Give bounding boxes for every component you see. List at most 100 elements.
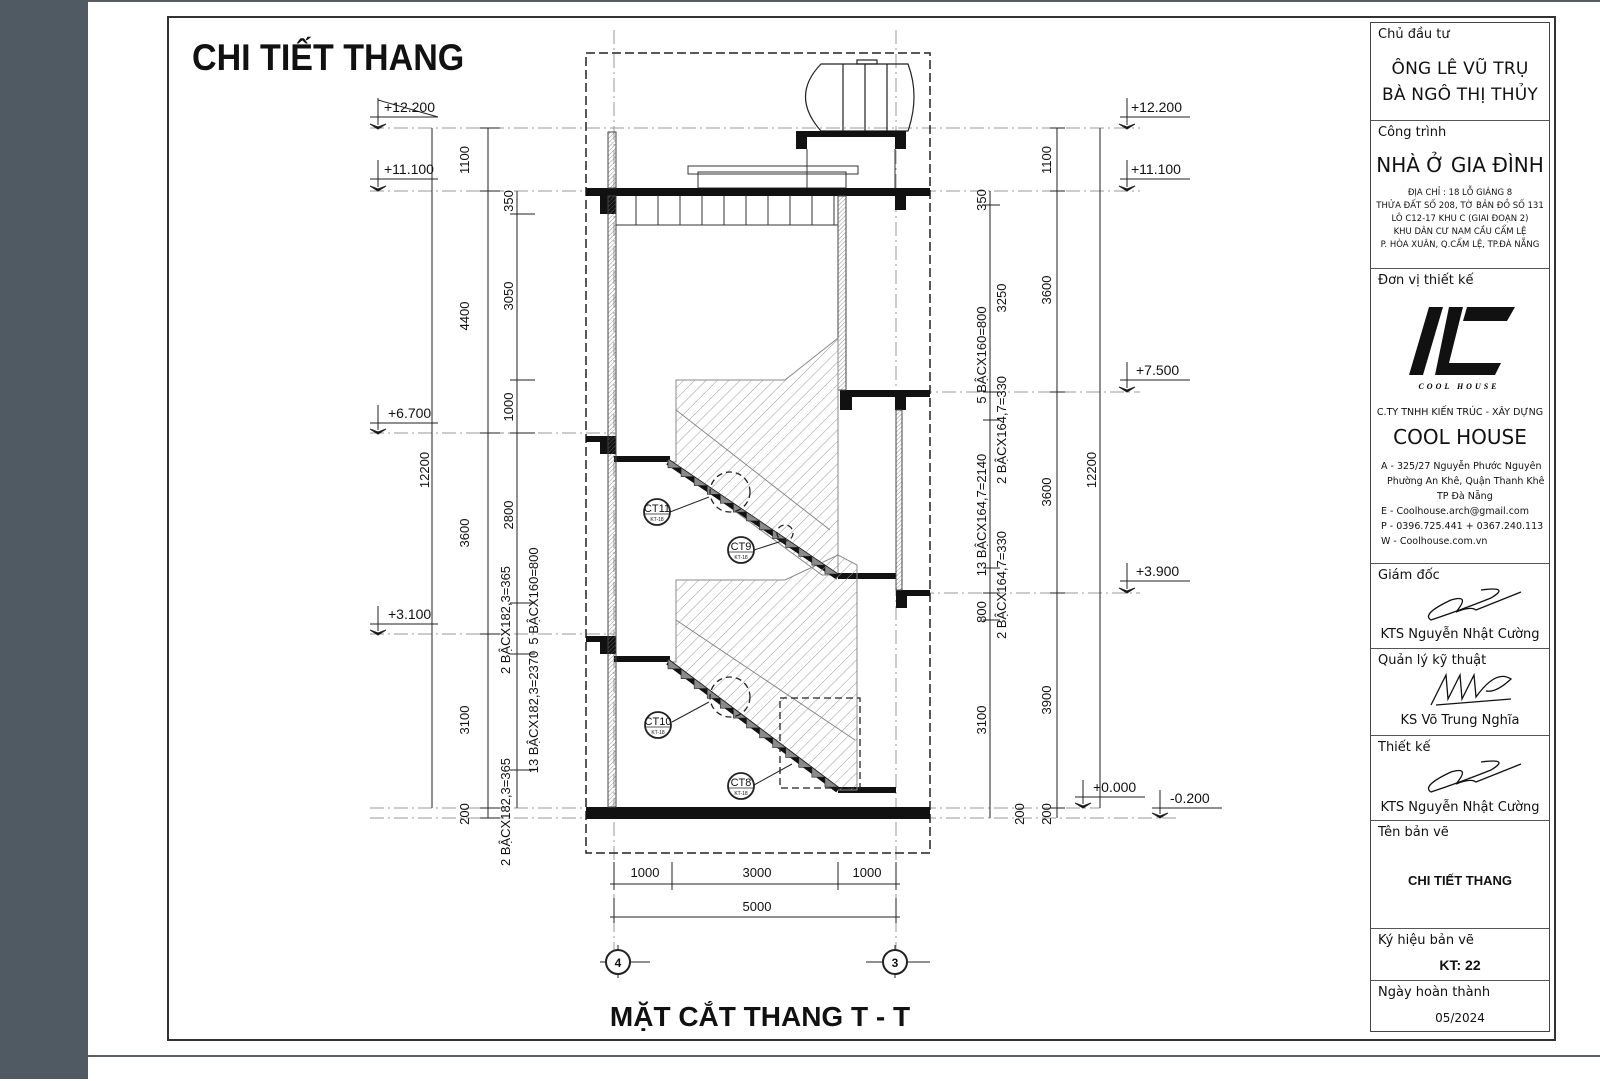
stair-step bbox=[798, 546, 813, 557]
stair-step bbox=[693, 678, 709, 689]
viewer-bottom-edge bbox=[88, 1055, 1600, 1081]
sheet-frame bbox=[167, 16, 1556, 1041]
stair-step bbox=[746, 717, 761, 729]
step-text: 5 BẬCX160=800 bbox=[974, 306, 989, 403]
design-label: Thiết kế bbox=[1378, 740, 1431, 755]
step-text: 5 BẬCX160=800 bbox=[526, 547, 541, 644]
callout-ref: KT-18 bbox=[651, 730, 665, 736]
owner-label: Chủ đầu tư bbox=[1378, 27, 1450, 42]
signature-icon bbox=[1430, 672, 1513, 706]
address-line: LÔ C12-17 KHU C (GIAI ĐOẠN 2) bbox=[1391, 214, 1529, 224]
level-label: +6.700 bbox=[388, 405, 431, 421]
tech-name: KS Võ Trung Nghĩa bbox=[1400, 713, 1520, 728]
right-dimension-lines bbox=[983, 127, 1101, 818]
signature-icon bbox=[1427, 588, 1522, 621]
viewer-side-panel bbox=[0, 0, 88, 1079]
callout-leaders bbox=[669, 496, 793, 786]
callout-id: CT10 bbox=[645, 716, 672, 728]
project-section: Công trình NHÀ Ở GIA ĐÌNH ĐỊA CHỈ : 18 L… bbox=[1371, 121, 1549, 269]
address-line: P. HÒA XUÂN, Q.CẨM LỆ, TP.ĐÀ NẴNG bbox=[1380, 240, 1540, 250]
dim-text: 3000 bbox=[743, 865, 772, 880]
dim-text: 3100 bbox=[974, 706, 989, 735]
stair-step bbox=[772, 737, 787, 748]
roof-joists bbox=[616, 196, 838, 226]
dim-text: 2800 bbox=[501, 501, 516, 530]
stair-steps bbox=[667, 458, 839, 788]
grid-bubble-4: 4 bbox=[605, 949, 631, 975]
stair-step bbox=[824, 564, 839, 575]
grid-axis-label: 4 bbox=[615, 956, 622, 970]
stair-step bbox=[667, 658, 682, 670]
grid-bubble-3: 3 bbox=[882, 949, 908, 975]
contact-line: Phường An Khê, Quận Thanh Khê bbox=[1387, 476, 1545, 487]
design-section: Thiết kế KTS Nguyễn Nhật Cường bbox=[1371, 736, 1549, 821]
callout-id: CT9 bbox=[731, 541, 752, 553]
dim-text: 1000 bbox=[501, 393, 516, 422]
address-line: KHU DÂN CƯ NAM CẦU CẨM LỆ bbox=[1393, 227, 1527, 237]
director-section: Giám đốc KTS Nguyễn Nhật Cường bbox=[1371, 564, 1549, 649]
dim-text: 1100 bbox=[457, 146, 472, 174]
dim-text: 200 bbox=[1039, 803, 1054, 825]
step-text: 2 BẬCX164,7=330 bbox=[994, 376, 1009, 484]
bottom-dimension-texts: 1000 3000 1000 5000 bbox=[631, 865, 882, 914]
stair-step bbox=[772, 529, 787, 539]
owner-section: Chủ đầu tư ÔNG LÊ VŨ TRỤ BÀ NGÔ THỊ THỦY bbox=[1371, 23, 1549, 121]
step-text: 13 BẬCX182,3=2370 bbox=[526, 651, 541, 774]
dim-text: 3250 bbox=[994, 284, 1009, 313]
dim-text: 350 bbox=[974, 189, 989, 211]
contact-line: W - Coolhouse.com.vn bbox=[1381, 536, 1488, 547]
callout-ref: KT-18 bbox=[734, 791, 748, 797]
title-block: Chủ đầu tư ÔNG LÊ VŨ TRỤ BÀ NGÔ THỊ THỦY… bbox=[1370, 22, 1550, 1032]
grid-axis-label: 3 bbox=[892, 956, 899, 970]
level-label: +11.100 bbox=[384, 161, 434, 177]
dim-text: 5000 bbox=[743, 899, 772, 914]
owner-1: ÔNG LÊ VŨ TRỤ bbox=[1391, 59, 1529, 79]
dim-text: 3050 bbox=[501, 282, 516, 311]
dim-text: 4400 bbox=[457, 302, 472, 331]
contact-line: TP Đà Nẵng bbox=[1437, 491, 1493, 502]
dim-text: 800 bbox=[974, 601, 989, 623]
dim-text: 1000 bbox=[631, 865, 660, 880]
level-labels: +12.200 +11.100 +6.700 +3.100 +12.200 +1… bbox=[384, 99, 1210, 806]
tech-label: Quản lý kỹ thuật bbox=[1378, 653, 1487, 668]
dim-text: 3100 bbox=[457, 706, 472, 735]
sheet-code: KT: 22 bbox=[1439, 957, 1481, 973]
date-label: Ngày hoàn thành bbox=[1378, 985, 1491, 1000]
dim-text: 350 bbox=[501, 190, 516, 212]
company-contact: A - 325/27 Nguyễn Phước Nguyên Phường An… bbox=[1381, 459, 1545, 549]
designer-label: Đơn vị thiết kế bbox=[1378, 273, 1474, 288]
stair-step bbox=[811, 766, 826, 778]
dim-text: 3600 bbox=[1039, 478, 1054, 507]
level-label: -0.200 bbox=[1170, 790, 1210, 806]
stair-upper-flight bbox=[666, 336, 840, 580]
step-text: 2 BẬCX182,3=365 bbox=[498, 758, 513, 866]
stair-step bbox=[785, 538, 800, 548]
detail-circles bbox=[709, 471, 794, 718]
contact-line: P - 0396.725.441 + 0367.240.113 bbox=[1381, 521, 1544, 532]
roof-hatch-cover bbox=[687, 149, 896, 189]
step-text: 2 BẬCX182,3=365 bbox=[498, 566, 513, 674]
stair-step bbox=[680, 668, 696, 679]
project-address: ĐỊA CHỈ : 18 LỖ GIÁNG 8 THỬA ĐẤT SỐ 208,… bbox=[1371, 187, 1549, 252]
project-label: Công trình bbox=[1378, 125, 1447, 140]
stair-step bbox=[811, 555, 826, 566]
section-title: MẶT CẮT THANG T - T bbox=[610, 1001, 910, 1032]
stair-step bbox=[693, 476, 709, 486]
stair-step bbox=[746, 511, 761, 522]
dim-text: 3600 bbox=[457, 519, 472, 548]
drawing-title: CHI TIẾT THANG bbox=[192, 37, 464, 79]
viewer-top-edge bbox=[88, 0, 1600, 2]
dim-text: 1100 bbox=[1039, 146, 1054, 174]
stair-step bbox=[667, 458, 683, 469]
water-tank bbox=[804, 59, 915, 132]
callout-ref: KT-18 bbox=[734, 555, 748, 561]
walls bbox=[607, 131, 903, 808]
stair-step bbox=[798, 756, 813, 768]
company-line: C.TY TNHH KIẾN TRÚC - XÂY DỰNG bbox=[1376, 407, 1544, 418]
vertical-dimension-texts: 12200 1100 4400 3600 3100 200 350 3050 1… bbox=[417, 146, 1099, 866]
address-line: ĐỊA CHỈ : 18 LỖ GIÁNG 8 bbox=[1407, 188, 1513, 198]
